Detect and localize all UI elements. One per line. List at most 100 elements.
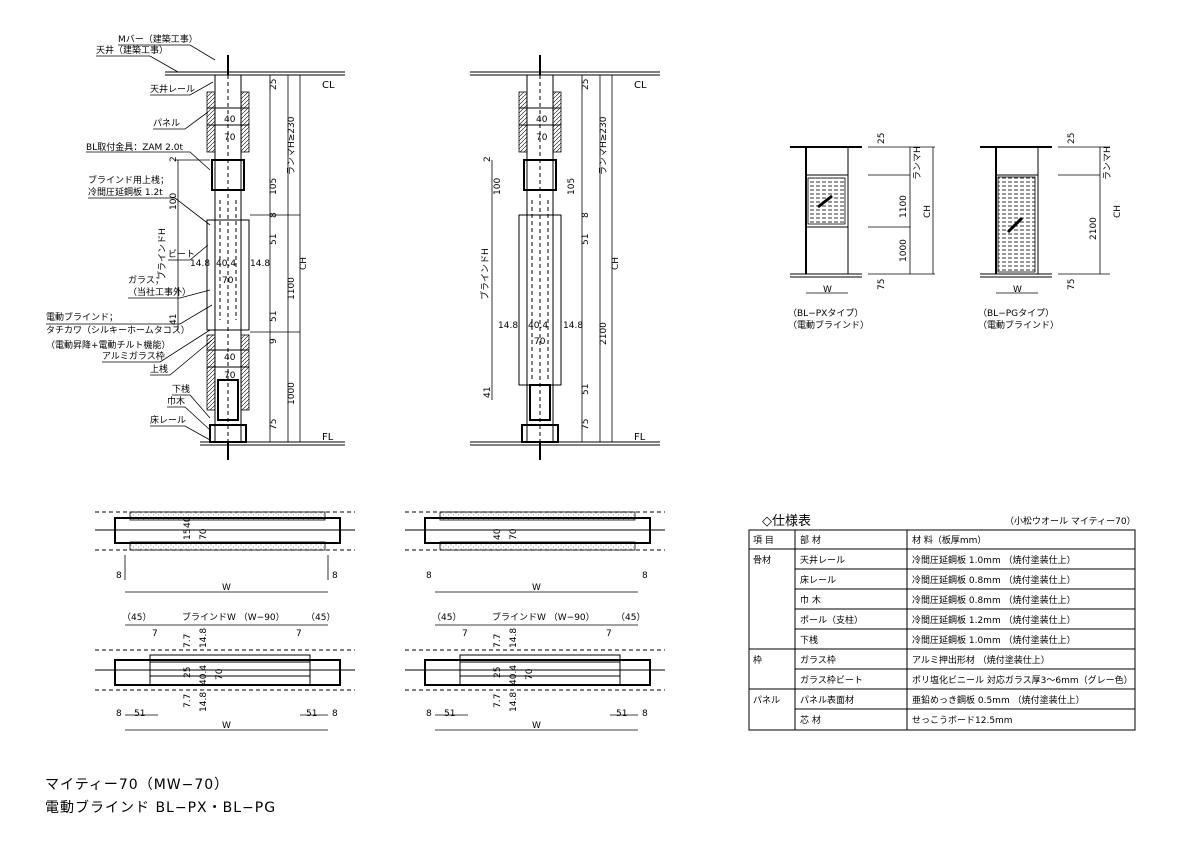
dim: 40.4 bbox=[216, 259, 236, 269]
dim: 15 bbox=[183, 529, 193, 540]
dim: （45） bbox=[306, 612, 335, 623]
table-cell-material: アルミ押出形材 （焼付塗装仕上） bbox=[912, 654, 1050, 666]
dim: 51 bbox=[444, 709, 455, 719]
dim: 70 bbox=[215, 668, 225, 680]
dim: W bbox=[222, 721, 231, 731]
dim: 40 bbox=[224, 353, 236, 363]
callout: ブラインド用上桟； bbox=[88, 174, 169, 186]
dim: 40 bbox=[183, 516, 193, 528]
table-cell-part: 下桟 bbox=[800, 634, 818, 646]
callout: パネル bbox=[153, 118, 180, 129]
dim: 100 bbox=[169, 193, 179, 210]
table-cell-material: 亜鉛めっき鋼板 0.5mm （焼付塗装仕上） bbox=[912, 694, 1085, 706]
dim: 2 bbox=[169, 156, 179, 162]
level-cl: CL bbox=[634, 80, 647, 91]
dim: 14.8 bbox=[563, 321, 583, 331]
dim: 1100 bbox=[899, 195, 909, 218]
dim: ランマH bbox=[912, 146, 923, 180]
dim: 70 bbox=[224, 371, 236, 381]
dim: 25 bbox=[581, 79, 591, 90]
dim: 25 bbox=[493, 667, 503, 678]
dim: 70 bbox=[534, 337, 546, 347]
dim: 7 bbox=[296, 629, 302, 639]
dim: 40 bbox=[493, 528, 503, 540]
dim: 8 bbox=[116, 709, 122, 719]
table-cell-material: ポリ塩化ビニール 対応ガラス厚3〜6mm（グレー色） bbox=[912, 674, 1133, 686]
table-cell-category: 骨材 bbox=[753, 554, 771, 566]
table-cell-material: 冷間圧延鋼板 1.0mm （焼付塗装仕上） bbox=[912, 554, 1076, 566]
type-caption: （BL−PXタイプ） bbox=[788, 308, 863, 319]
dim: 105 bbox=[567, 178, 577, 195]
table-header: 部 材 bbox=[800, 534, 821, 546]
table-cell-part: ガラス枠ビート bbox=[800, 674, 863, 686]
dim: ブラインドW （W−90） bbox=[182, 611, 285, 623]
callout: ビート bbox=[168, 249, 195, 260]
dim: 51 bbox=[306, 709, 317, 719]
dim: （45） bbox=[432, 612, 461, 623]
dim: 70 bbox=[536, 133, 548, 143]
dim: 7 bbox=[606, 629, 612, 639]
callout: （電動昇降+電動チルト機能） bbox=[46, 339, 171, 351]
dim: 7.7 bbox=[183, 694, 193, 708]
dim: 40.4 bbox=[528, 321, 548, 331]
dim: CH bbox=[923, 205, 933, 218]
callout: 巾木 bbox=[167, 395, 185, 407]
dim: 40 bbox=[224, 115, 236, 125]
level-fl: FL bbox=[634, 432, 646, 443]
type-caption: （電動ブラインド） bbox=[978, 319, 1059, 331]
dim: 40.4 bbox=[199, 665, 209, 685]
callout: Mバー（建築工事） bbox=[118, 33, 198, 45]
dim: 25 bbox=[1067, 133, 1077, 144]
type-elevation-px: 25 ランマH 1100 1000 CH 75 W （BL−PXタイプ） （電動… bbox=[788, 133, 935, 331]
spec-title: ◇仕様表 bbox=[762, 514, 811, 529]
dim: W bbox=[532, 583, 541, 593]
table-cell-part: 芯 材 bbox=[800, 714, 821, 726]
elevation-section-left: CL FL 40 70 14.8 40.4 14.8 70 40 70 25 1… bbox=[46, 33, 345, 460]
callout: アルミガラス枠 bbox=[102, 350, 165, 362]
drawing-subtitle: 電動ブラインド BL−PX・BL−PG bbox=[45, 799, 276, 816]
type-caption: （電動ブラインド） bbox=[788, 319, 869, 331]
dim: 7.7 bbox=[183, 634, 193, 648]
dim: 7.7 bbox=[493, 694, 503, 708]
dim: ブラインドH bbox=[479, 248, 491, 300]
dim: 2100 bbox=[1089, 217, 1099, 240]
spec-table: ◇仕様表 （小松ウオール マイティー70） 項 目 部 材 材 料（板厚mm） … bbox=[748, 514, 1136, 731]
callout: BL取付金具：ZAM 2.0t bbox=[86, 141, 183, 153]
dim: 14.8 bbox=[509, 628, 519, 648]
dim: CH bbox=[1113, 205, 1123, 218]
dim: 41 bbox=[483, 387, 493, 398]
dim: （45） bbox=[616, 612, 645, 623]
dim: 70 bbox=[199, 528, 209, 540]
plan-section-bottom-right: （45） ブラインドW （W−90） （45） 7 7 7.7 14.8 25 … bbox=[405, 611, 665, 731]
dim: 8 bbox=[426, 571, 432, 581]
dim: 14.8 bbox=[498, 321, 518, 331]
dim: 70 bbox=[509, 528, 519, 540]
dim: 14.8 bbox=[509, 692, 519, 712]
dim: 70 bbox=[224, 133, 236, 143]
dim: 25 bbox=[877, 133, 887, 144]
dim: 51 bbox=[269, 234, 279, 245]
table-cell-material: せっこうボード12.5mm bbox=[912, 715, 1013, 726]
spec-subtitle: （小松ウオール マイティー70） bbox=[1005, 515, 1136, 527]
dim: 25 bbox=[183, 667, 193, 678]
dim: 75 bbox=[877, 279, 887, 290]
dim: 7 bbox=[462, 629, 468, 639]
type-elevation-pg: 25 ランマH 2100 CH 75 W （BL−PGタイプ） （電動ブラインド… bbox=[978, 133, 1123, 331]
dim: ランマH bbox=[1102, 146, 1113, 180]
dim: 9 bbox=[269, 338, 279, 344]
table-cell-part: 巾 木 bbox=[800, 594, 821, 606]
dim: 75 bbox=[581, 419, 591, 430]
callout: 上桟 bbox=[150, 363, 168, 375]
dim: 7.7 bbox=[493, 634, 503, 648]
dim: 1100 bbox=[287, 277, 297, 300]
dim: W bbox=[823, 285, 832, 295]
plan-section-bottom-left: （45） ブラインドW （W−90） （45） 7 7 7.7 14.8 25 … bbox=[95, 611, 355, 731]
callout: 天井レール bbox=[150, 83, 195, 95]
dim: 75 bbox=[269, 419, 279, 430]
dim: 40.4 bbox=[509, 665, 519, 685]
plan-section-top-right: 40 70 8 8 W bbox=[405, 511, 665, 593]
table-header: 材 料（板厚mm） bbox=[912, 534, 986, 546]
dim: W bbox=[532, 721, 541, 731]
plan-section-top-left: 15 40 70 8 8 W bbox=[95, 511, 355, 593]
